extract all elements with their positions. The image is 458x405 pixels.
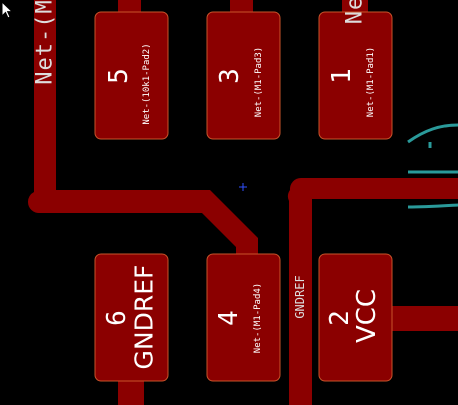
arrow-cursor-icon [1, 0, 14, 19]
net-label-gndref-track: GNDREF [293, 275, 307, 319]
track-stub-pad2[interactable] [385, 306, 458, 331]
pad-5-number: 5 [104, 68, 134, 84]
pads [94, 11, 393, 382]
pad-6[interactable] [94, 253, 169, 382]
pad-5-net-label: Net-(10k1-Pad2) [142, 43, 152, 125]
pad-3-number: 3 [215, 68, 245, 84]
net-label-left-track: Net-(M [32, 0, 58, 85]
pad-2-net-label: VCC [352, 288, 382, 344]
track-left[interactable] [27, 0, 258, 262]
pad-6-net-label: GNDREF [129, 264, 159, 370]
copper-tracks [27, 0, 458, 405]
pad-1-net-label: Net-(M1-Pad1) [366, 46, 376, 118]
pad-3[interactable] [206, 11, 281, 140]
pad-1[interactable] [318, 11, 393, 140]
pad-6-number: 6 [102, 310, 132, 326]
silk-arc-bottom [407, 203, 458, 209]
track-gndref[interactable] [287, 177, 458, 405]
origin-marker-icon [239, 183, 247, 191]
pad-4[interactable] [206, 253, 281, 382]
pad-4-number: 4 [214, 310, 244, 326]
net-label-top-right-track: Ne [342, 0, 368, 25]
silk-arc-top [407, 123, 458, 144]
silkscreen-arcs [407, 123, 458, 209]
pad-3-net-label: Net-(M1-Pad3) [254, 46, 264, 118]
pad-1-number: 1 [327, 68, 357, 84]
pad-5[interactable] [94, 11, 169, 140]
pad-4-net-label: Net-(M1-Pad4) [253, 282, 263, 354]
pad-2[interactable] [318, 253, 393, 382]
pad-2-number: 2 [325, 310, 355, 326]
